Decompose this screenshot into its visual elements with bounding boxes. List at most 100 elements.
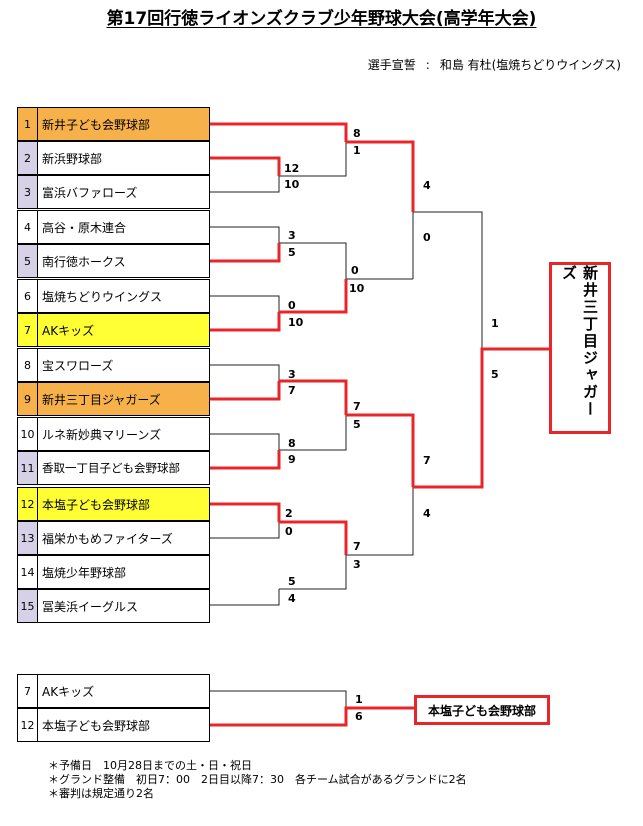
team-name: 南行徳ホークス [42, 254, 126, 269]
line-seed8 [210, 364, 280, 381]
score: 7 [353, 400, 361, 413]
page-title: 第17回行徳ライオンズクラブ少年野球大会(高学年大会) [106, 9, 537, 29]
score: 6 [355, 710, 363, 723]
team-row: 7 AKキッズ [17, 313, 210, 347]
line-1415-winner [279, 555, 347, 590]
team-row: 2 新浜野球部 [17, 141, 210, 175]
team-name: 富浜バファローズ [42, 185, 138, 200]
line-seed7-winner [210, 312, 281, 332]
team-name: 福栄かもめファイターズ [42, 531, 173, 546]
note-line: ＊予備日 10月28日までの土・日・祝日 [48, 759, 252, 772]
score: 10 [288, 316, 304, 329]
team-name: AKキッズ [42, 323, 95, 338]
score: 9 [288, 453, 296, 466]
score: 4 [288, 592, 296, 605]
team-row: 5 南行徳ホークス [17, 244, 210, 278]
team-row: 11 香取一丁目子ども会野球部 [17, 451, 210, 485]
score: 10 [284, 178, 300, 191]
score: 10 [349, 282, 365, 295]
line-qf3-winner [346, 413, 415, 487]
score: 1 [353, 144, 361, 157]
team-seed: 12 [18, 488, 38, 520]
third-place-team-row: 12 本塩子ども会野球部 [17, 708, 210, 742]
score: 5 [491, 368, 499, 381]
score: 12 [284, 162, 300, 175]
line-67-winner [279, 279, 348, 314]
team-row: 13 福栄かもめファイターズ [17, 521, 210, 555]
score: 0 [423, 231, 431, 244]
team-seed: 8 [18, 349, 38, 381]
line-seed1-winner [210, 122, 348, 142]
team-seed: 5 [18, 245, 38, 277]
line-3rd-seed12-winner [210, 706, 414, 727]
team-name: 本塩子ども会野球部 [42, 718, 151, 733]
line-89-winner [279, 379, 348, 415]
score: 7 [423, 454, 431, 467]
note-line: ＊グランド整備 初日7：00 2日目以降7：30 各チーム試合があるグランドに2… [48, 773, 467, 786]
score: 7 [353, 540, 361, 553]
third-place-team-row: 7 AKキッズ [17, 674, 210, 708]
oath-separator: : [425, 58, 430, 72]
line-seed11-winner [210, 450, 281, 470]
score: 3 [288, 368, 296, 381]
score: 0 [288, 299, 296, 312]
notes: ＊予備日 10月28日までの土・日・祝日 ＊グランド整備 初日7：00 2日目以… [48, 759, 467, 801]
line-sf-bottom-winner [413, 347, 549, 489]
line-seed4 [210, 226, 280, 243]
team-name: 本塩子ども会野球部 [42, 497, 151, 512]
score: 4 [423, 507, 431, 520]
team-name: ルネ新妙典マリーンズ [42, 427, 162, 442]
oath-player: 和島 有杜(塩焼ちどりウイングス) [439, 58, 621, 72]
line-sf-top [413, 211, 483, 349]
score: 1 [355, 693, 363, 706]
line-1011-winner [279, 415, 347, 451]
line-23-winner [279, 142, 347, 177]
line-3rd-seed7 [210, 690, 347, 708]
line-seed10 [210, 433, 280, 450]
score: 5 [288, 246, 296, 259]
score: 7 [288, 384, 296, 397]
team-seed: 3 [18, 176, 38, 208]
team-seed: 4 [18, 211, 38, 243]
team-seed: 9 [18, 383, 38, 415]
team-name: 新井子ども会野球部 [42, 117, 151, 132]
score: 4 [423, 179, 431, 192]
opening-oath: 選手宣誓:和島 有杜(塩焼ちどりウイングス) [368, 56, 621, 73]
team-seed: 1 [18, 108, 38, 140]
team-seed: 10 [18, 418, 38, 450]
team-seed: 12 [18, 709, 38, 741]
line-1213-winner [279, 520, 348, 555]
score: 2 [285, 507, 293, 520]
team-seed: 11 [18, 452, 38, 484]
line-seed5-winner [210, 243, 281, 263]
note-line: ＊審判は規定通り2名 [48, 787, 154, 800]
team-name: 新浜野球部 [42, 151, 103, 166]
line-qf-1213v1415 [346, 487, 414, 556]
score: 0 [351, 264, 359, 277]
team-name: 冨美浜イーグルス [42, 599, 139, 614]
team-seed: 2 [18, 142, 38, 174]
line-seed3 [210, 176, 280, 193]
team-name: AKキッズ [42, 684, 95, 699]
line-seed9-winner [210, 381, 281, 401]
team-seed: 13 [18, 522, 38, 554]
team-row: 10 ルネ新妙典マリーンズ [17, 417, 210, 451]
line-seed6 [210, 295, 280, 312]
team-name: 新井三丁目ジャガーズ [42, 392, 161, 407]
team-name: 香取一丁目子ども会野球部 [42, 461, 180, 475]
third-place-winner-box: 本塩子ども会野球部 [414, 695, 550, 725]
line-seed13 [210, 522, 280, 539]
team-name: 塩焼ちどりウイングス [42, 289, 163, 304]
team-seed: 7 [18, 675, 38, 707]
line-45-winner [279, 242, 413, 280]
team-row: 1 新井子ども会野球部 [17, 107, 210, 141]
score: 5 [288, 575, 296, 588]
score: 3 [288, 229, 296, 242]
team-seed: 7 [18, 314, 38, 346]
line-seed15 [210, 589, 280, 606]
